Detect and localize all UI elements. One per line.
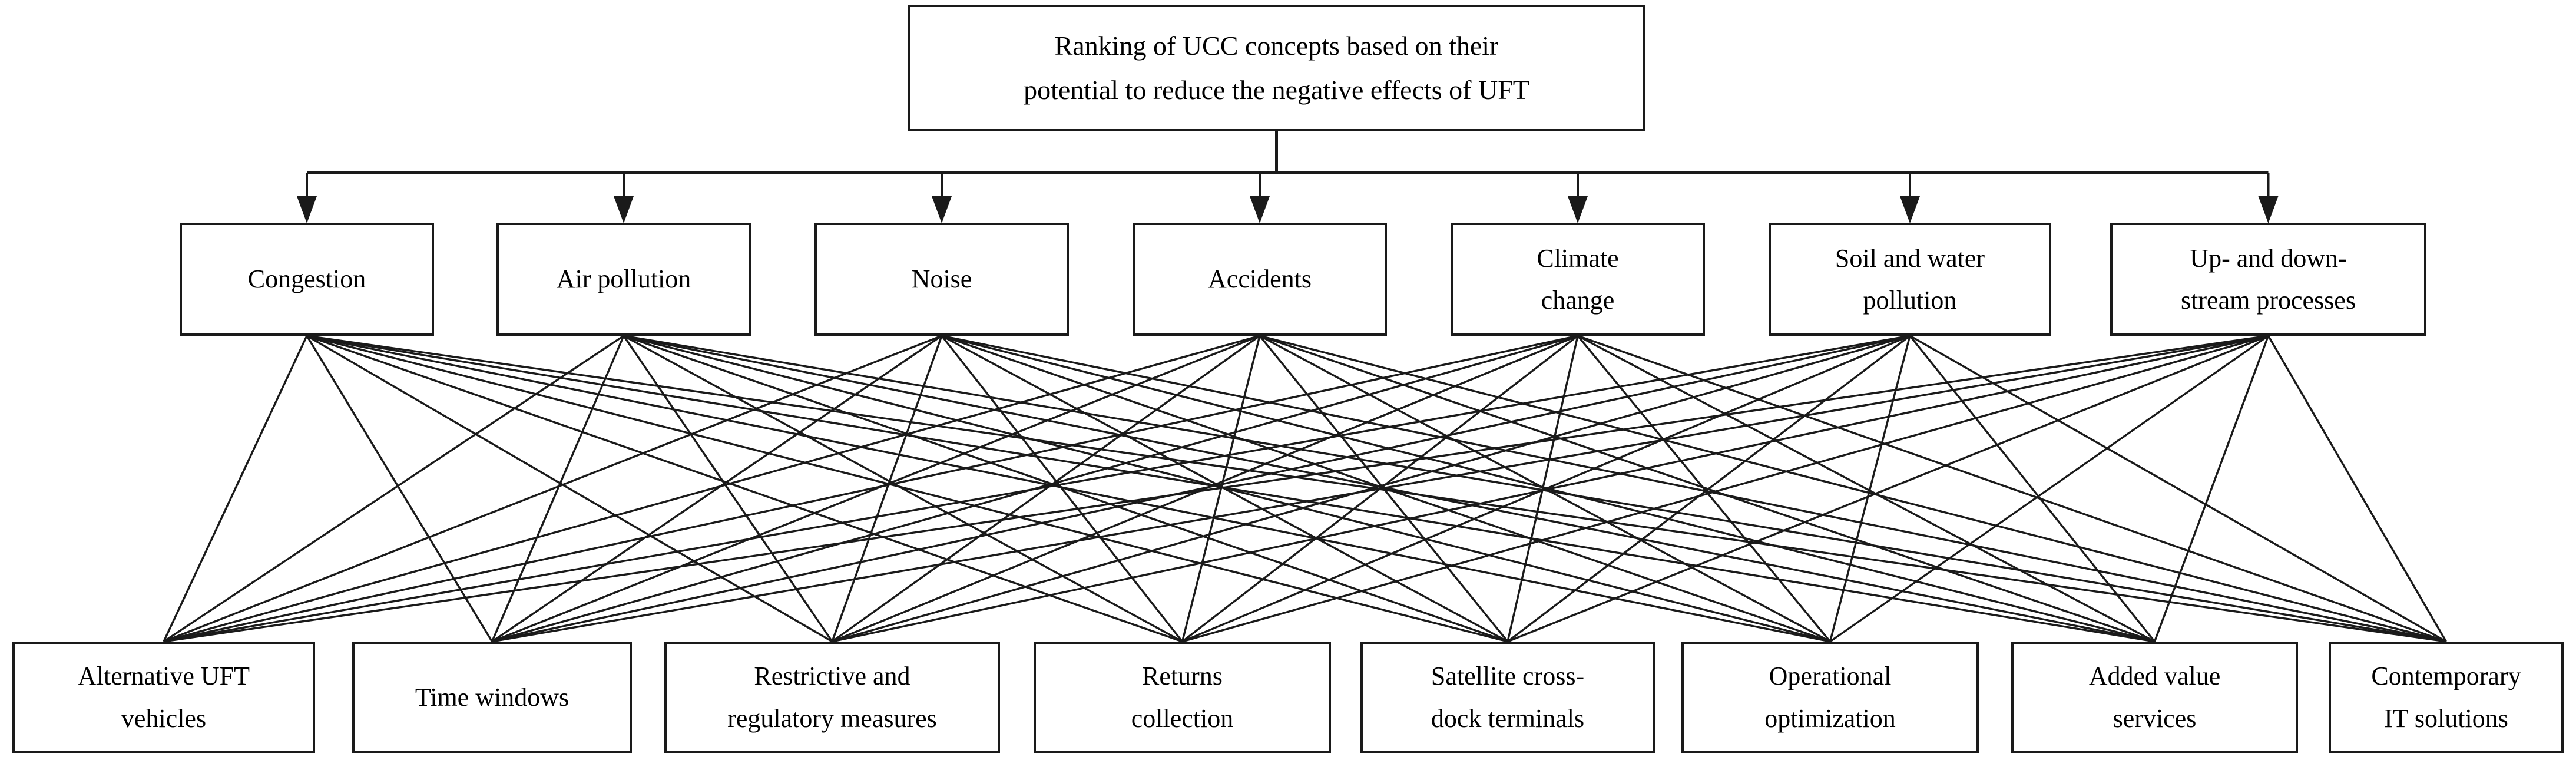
goal-to-criterion-arrow-1 — [614, 196, 634, 223]
alternative-label: Returns collection — [1131, 662, 1234, 733]
alternative-label: Contemporary IT solutions — [2371, 662, 2521, 733]
goal-label: Ranking of UCC concepts based on their p… — [1024, 30, 1529, 105]
criterion-0-to-alternative-0 — [163, 335, 308, 642]
criterion-0-to-alternative-5 — [306, 335, 1830, 643]
criterion-5-to-alternative-7 — [1909, 335, 2447, 643]
alternative-restrictive-and-regulatory-measures[interactable]: Restrictive and regulatory measures — [664, 642, 1000, 753]
criterion-1-to-alternative-7 — [623, 335, 2446, 643]
goal-to-criterion-arrow-6 — [2258, 196, 2279, 223]
goal-to-criterion-arrow-0 — [297, 196, 317, 223]
criterion-3-to-alternative-1 — [491, 335, 1260, 643]
criterion-4-to-alternative-3 — [1181, 335, 1579, 643]
alternative-label: Operational optimization — [1764, 662, 1896, 733]
criterion-0-to-alternative-3 — [306, 335, 1183, 643]
criterion-2-to-alternative-6 — [941, 335, 2155, 643]
alternative-alternative-uft-vehicles[interactable]: Alternative UFT vehicles — [12, 642, 315, 753]
criterion-5-to-alternative-1 — [492, 335, 1911, 643]
criterion-soil-and-water-pollution[interactable]: Soil and water pollution — [1769, 223, 2051, 336]
criterion-3-to-alternative-7 — [1259, 335, 2446, 643]
alternative-contemporary-it-solutions[interactable]: Contemporary IT solutions — [2329, 642, 2564, 753]
criterion-1-to-alternative-3 — [623, 335, 1183, 643]
criterion-5-to-alternative-5 — [1829, 335, 1911, 642]
criterion-3-to-alternative-0 — [163, 335, 1260, 643]
criterion-5-to-alternative-3 — [1181, 335, 1911, 643]
criterion-0-to-alternative-2 — [306, 335, 833, 643]
goal-node[interactable]: Ranking of UCC concepts based on their p… — [908, 5, 1645, 131]
criterion-1-to-alternative-6 — [623, 335, 2155, 643]
criterion-6-to-alternative-4 — [1507, 335, 2269, 643]
criterion-4-to-alternative-7 — [1577, 335, 2447, 643]
criterion-label: Accidents — [1208, 265, 1312, 294]
criterion-5-to-alternative-6 — [1909, 335, 2156, 643]
alternative-operational-optimization[interactable]: Operational optimization — [1681, 642, 1979, 753]
criterion-0-to-alternative-6 — [306, 335, 2155, 643]
criterion-5-to-alternative-2 — [832, 335, 1911, 643]
alternative-returns-collection[interactable]: Returns collection — [1034, 642, 1331, 753]
criterion-4-to-alternative-2 — [832, 335, 1578, 643]
goal-to-criterion-arrow-2 — [932, 196, 952, 223]
criterion-6-to-alternative-3 — [1182, 335, 2269, 643]
alternative-label: Time windows — [415, 682, 569, 712]
criterion-5-to-alternative-0 — [163, 335, 1911, 643]
criterion-0-to-alternative-7 — [306, 335, 2446, 643]
alternative-label: Restrictive and regulatory measures — [727, 662, 937, 733]
alternative-satellite-cross-dock-terminals[interactable]: Satellite cross- dock terminals — [1360, 642, 1655, 753]
criterion-congestion[interactable]: Congestion — [180, 223, 434, 336]
criterion-5-to-alternative-4 — [1506, 335, 1911, 643]
alternative-label: Satellite cross- dock terminals — [1431, 662, 1585, 733]
criterion-6-to-alternative-0 — [163, 335, 2269, 643]
criterion-noise[interactable]: Noise — [814, 223, 1069, 336]
criterion-3-to-alternative-4 — [1259, 335, 1509, 643]
criterion-0-to-alternative-4 — [306, 335, 1508, 643]
criterion-6-to-alternative-6 — [2153, 335, 2270, 642]
alternative-label: Alternative UFT vehicles — [77, 662, 250, 733]
criterion-climate-change[interactable]: Climate change — [1451, 223, 1705, 336]
goal-to-criterion-arrow-4 — [1568, 196, 1588, 223]
criterion-2-to-alternative-4 — [941, 335, 1508, 643]
criterion-4-to-alternative-6 — [1577, 335, 2156, 643]
criterion-label: Noise — [911, 265, 972, 294]
criterion-1-to-alternative-5 — [623, 335, 1830, 643]
alternative-added-value-services[interactable]: Added value services — [2011, 642, 2298, 753]
criterion-label: Congestion — [247, 265, 366, 294]
criterion-3-to-alternative-3 — [1181, 335, 1261, 642]
goal-to-criterion-arrow-5 — [1900, 196, 1920, 223]
criterion-3-to-alternative-5 — [1259, 335, 1831, 643]
criterion-3-to-alternative-6 — [1259, 335, 2156, 643]
criterion-2-to-alternative-1 — [491, 335, 942, 643]
criterion-0-to-alternative-1 — [306, 335, 493, 642]
criterion-air-pollution[interactable]: Air pollution — [496, 223, 751, 336]
criterion-4-to-alternative-0 — [163, 335, 1578, 643]
criterion-label: Climate change — [1537, 243, 1619, 315]
criterion-4-to-alternative-4 — [1506, 335, 1579, 642]
criterion-1-to-alternative-4 — [623, 335, 1508, 643]
alternative-time-windows[interactable]: Time windows — [352, 642, 632, 753]
criterion-label: Soil and water pollution — [1835, 243, 1985, 315]
criterion-4-to-alternative-5 — [1577, 335, 1831, 643]
criterion-3-to-alternative-2 — [832, 335, 1260, 643]
criterion-6-to-alternative-2 — [832, 335, 2269, 643]
criterion-label: Up- and down- stream processes — [2181, 243, 2356, 315]
goal-to-criterion-arrow-3 — [1250, 196, 1270, 223]
criterion-2-to-alternative-7 — [941, 335, 2446, 643]
criterion-6-to-alternative-5 — [1829, 335, 2269, 643]
alternative-label: Added value services — [2088, 662, 2221, 733]
criterion-6-to-alternative-1 — [492, 335, 2269, 643]
criterion-1-to-alternative-1 — [491, 335, 625, 642]
criterion-up-and-downstream-processes[interactable]: Up- and down- stream processes — [2110, 223, 2426, 336]
criterion-2-to-alternative-0 — [163, 335, 942, 643]
criterion-6-to-alternative-7 — [2267, 335, 2447, 642]
criterion-accidents[interactable]: Accidents — [1133, 223, 1387, 336]
criterion-2-to-alternative-5 — [941, 335, 1831, 643]
criterion-1-to-alternative-2 — [623, 335, 833, 642]
criterion-1-to-alternative-0 — [163, 335, 624, 643]
criterion-4-to-alternative-1 — [492, 335, 1578, 643]
criterion-2-to-alternative-3 — [941, 335, 1183, 643]
criterion-label: Air pollution — [556, 265, 691, 294]
criterion-2-to-alternative-2 — [831, 335, 943, 642]
